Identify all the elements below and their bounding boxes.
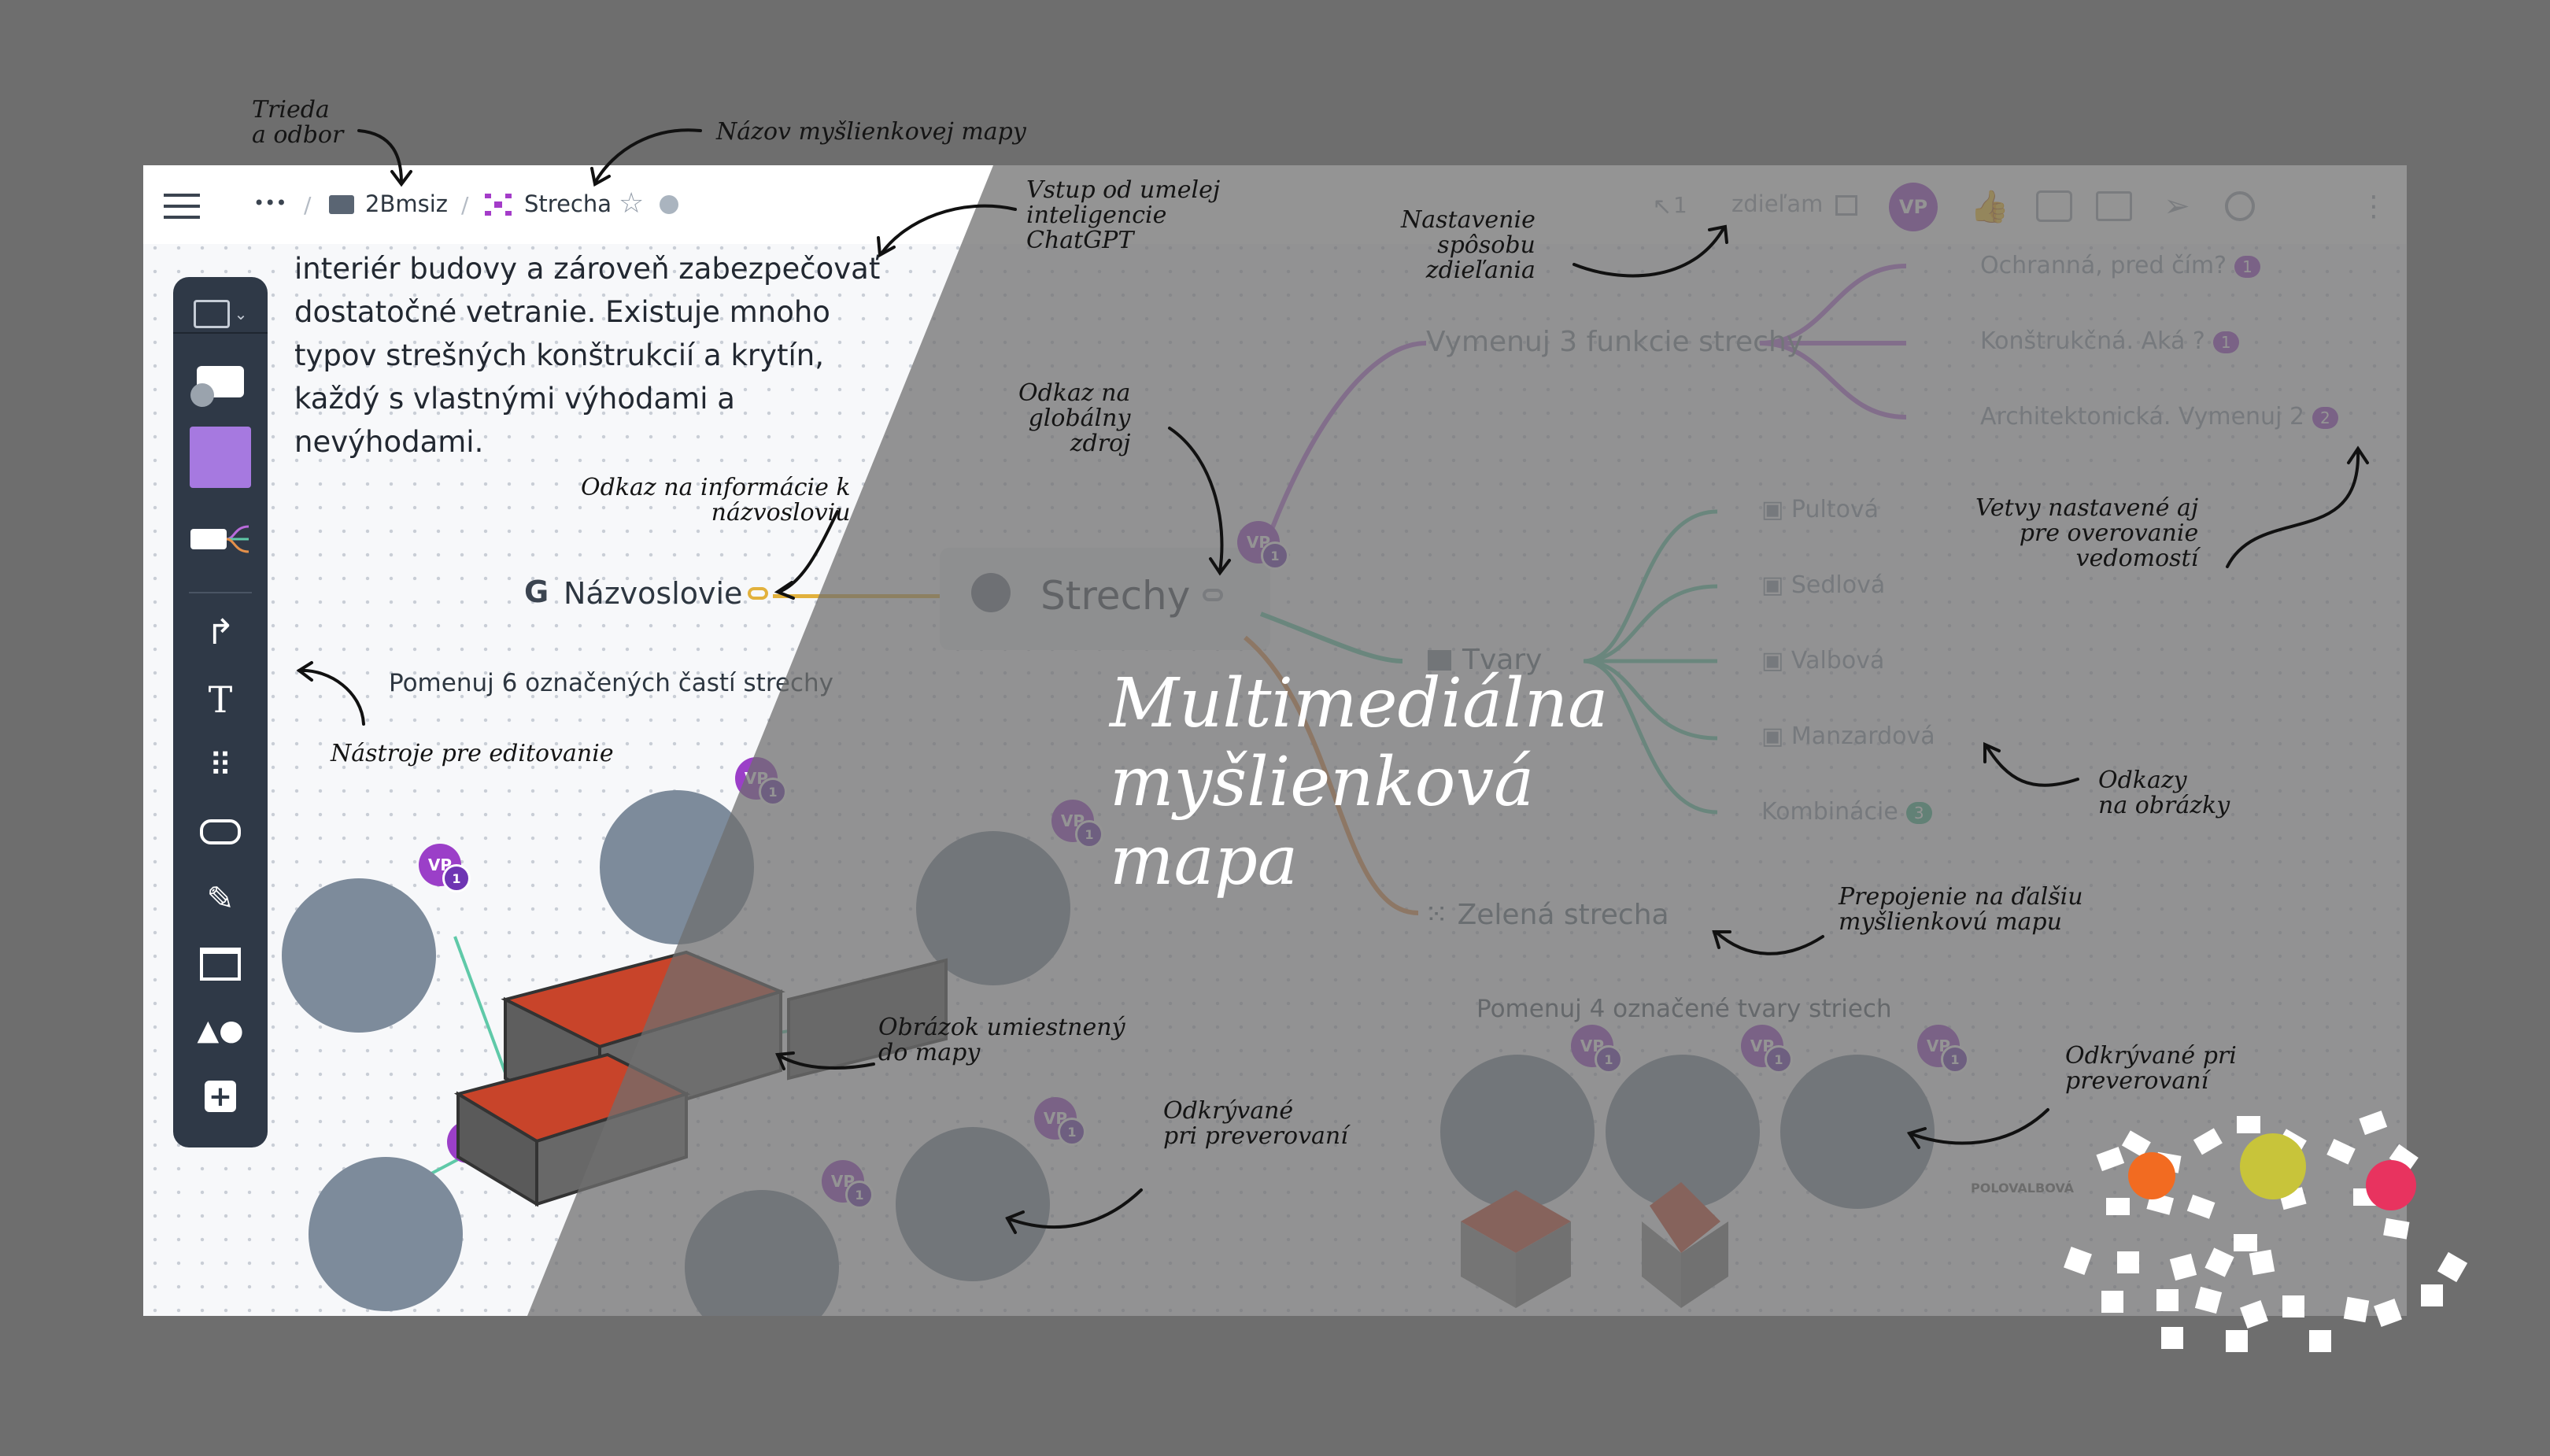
mindmap-icon — [485, 194, 512, 216]
decorative-logo — [2064, 1110, 2468, 1352]
editing-toolbar: ⌄ ↱ T ⠿ ✎ ▲● + — [173, 277, 268, 1147]
more-button[interactable]: ••• — [253, 192, 287, 214]
hidden-answer-circle[interactable] — [309, 1157, 463, 1311]
shape-item[interactable]: ▣ Valbová — [1761, 647, 1885, 674]
count-badge: 1 — [2212, 331, 2239, 353]
shape-item[interactable]: ▣ Sedlová — [1761, 571, 1886, 599]
roof-shapes-image[interactable] — [1445, 1174, 1996, 1316]
presentation-mode-icon[interactable]: ⌄ — [189, 288, 252, 340]
shape-item[interactable]: ▣ Manzardová — [1761, 722, 1935, 750]
count-badge: 3 — [1905, 801, 1932, 824]
hidden-answer-circle[interactable] — [600, 790, 754, 944]
toolbar-divider — [189, 592, 252, 593]
title-overlay: Multimediálna myšlienková mapa — [1110, 664, 1609, 900]
pink-dot — [2366, 1160, 2416, 1210]
toolbar-divider — [173, 332, 268, 334]
function-item[interactable]: Konštrukčná. Aká ?1 — [1980, 327, 2239, 355]
task-roof-parts[interactable]: Pomenuj 6 označených častí strechy — [389, 669, 833, 697]
intro-line: nevýhodami. — [294, 425, 484, 459]
shape-node-icon[interactable] — [189, 356, 252, 408]
annotation-edit-tools: Nástroje pre editovanie — [331, 740, 614, 767]
roof-illustration[interactable] — [450, 944, 970, 1212]
hidden-answer-circle[interactable] — [282, 878, 436, 1033]
add-icon[interactable]: + — [189, 1070, 252, 1122]
sticky-note-icon[interactable] — [189, 427, 252, 488]
pencil-icon[interactable]: ✎ — [206, 878, 235, 918]
breadcrumb-folder[interactable]: 2Bmsiz — [365, 190, 448, 217]
shape-item[interactable]: ▣ Pultová — [1761, 496, 1879, 523]
orange-dot — [2128, 1152, 2175, 1199]
branch-node-icon[interactable] — [189, 513, 252, 565]
yellow-dot — [2240, 1133, 2306, 1199]
shapes-add-icon[interactable]: ▲● — [197, 1014, 244, 1047]
count-badge: 1 — [2234, 255, 2260, 278]
link-tool-icon[interactable] — [189, 806, 252, 858]
count-badge: 2 — [2312, 406, 2338, 429]
green-roof-node[interactable]: ⁙ Zelená strecha — [1425, 899, 1669, 931]
menu-icon[interactable] — [164, 190, 200, 219]
functions-node[interactable]: Vymenuj 3 funkcie strechy — [1426, 326, 1804, 358]
function-item[interactable]: Ochranná, pred čím?1 — [1980, 252, 2260, 279]
breadcrumb-separator: / — [461, 192, 469, 218]
annotation-map-name: Názov myšlienkovej mapy — [716, 118, 1026, 146]
text-tool-icon[interactable]: T — [208, 678, 233, 721]
frame-tool-icon[interactable] — [189, 938, 252, 990]
apps-grid-icon[interactable]: ⠿ — [209, 748, 232, 784]
task-roof-shapes[interactable]: Pomenuj 4 označené tvary striech — [1476, 995, 1892, 1023]
breadcrumb-separator: / — [304, 192, 312, 218]
connector-arrow-icon[interactable]: ↱ — [205, 612, 235, 652]
folder-icon — [329, 195, 354, 214]
